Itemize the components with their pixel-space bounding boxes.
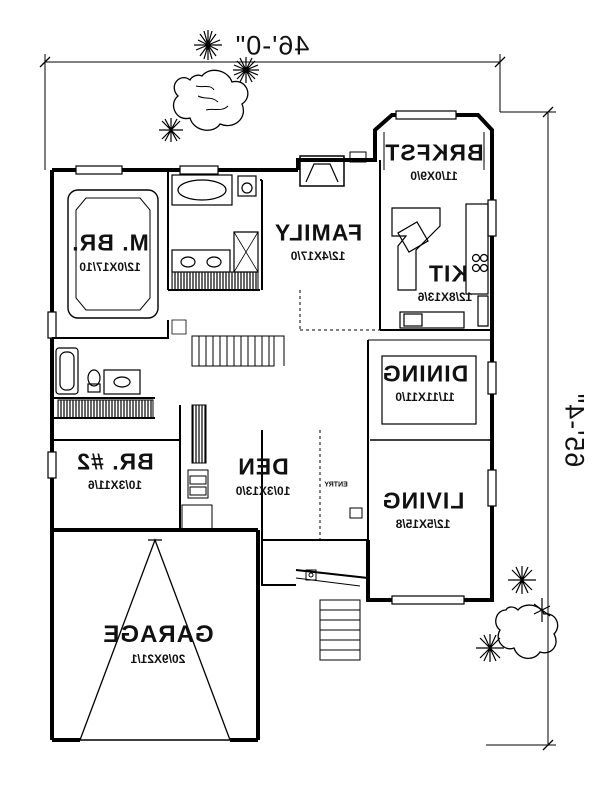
tree-right	[495, 604, 559, 659]
family-size: 12/4X17/0	[290, 249, 346, 263]
mbr-size: 12/0X17/10	[79, 260, 141, 274]
tree-top	[173, 69, 249, 131]
dining-size: 11/11X11/0	[395, 390, 455, 404]
living-name: LIVING	[381, 487, 465, 514]
shrub-top-mid	[233, 57, 259, 83]
shrub-top-left	[194, 30, 222, 60]
dining-name: DINING	[381, 360, 469, 387]
den-closet-hatch	[191, 404, 207, 464]
shrub-right-bottom	[476, 634, 504, 662]
dimension-lines	[39, 54, 556, 751]
dining-table	[381, 355, 477, 425]
landscaping	[159, 30, 559, 662]
den-name: DEN	[237, 453, 289, 480]
mbr-name: M. BR.	[71, 229, 149, 256]
kit-size: 12/8X13/6	[417, 290, 473, 304]
garage-size: 20/9X21/1	[130, 652, 186, 666]
mbr-closet-hatch	[171, 271, 259, 291]
living-size: 12/5X15/8	[395, 517, 451, 531]
stairs	[191, 335, 285, 367]
kitchen-fixtures	[391, 203, 489, 329]
shrub-left	[159, 118, 183, 142]
windows	[47, 110, 497, 605]
br2-size: 10/3X11/6	[87, 478, 143, 492]
brkfst-name: BRKFST	[384, 139, 484, 166]
master-bath-fixtures	[171, 174, 259, 335]
fireplace	[299, 151, 367, 187]
brkfst-size: 11/0X9/0	[410, 169, 458, 183]
den-size: 10/3X13/0	[235, 484, 291, 498]
overall-width-dimension: 46'-0"	[234, 30, 310, 61]
entry-label: ENTRY	[324, 481, 348, 489]
family-name: FAMILY	[273, 219, 363, 246]
garage-roof-lines	[79, 538, 231, 741]
entry-porch	[261, 507, 369, 661]
hall-bath-fixtures	[55, 347, 141, 395]
breakfast-bay	[383, 132, 485, 170]
hall-closet-hatch	[57, 399, 154, 419]
br2-name: BR. #2	[76, 448, 154, 475]
garage-name: GARAGE	[102, 621, 214, 648]
kit-name: KIT	[427, 260, 469, 287]
overall-depth-dimension: 65'-4"	[559, 392, 590, 468]
den-fixtures	[181, 469, 213, 530]
master-bed	[67, 189, 159, 319]
shrub-right-top	[508, 566, 536, 594]
